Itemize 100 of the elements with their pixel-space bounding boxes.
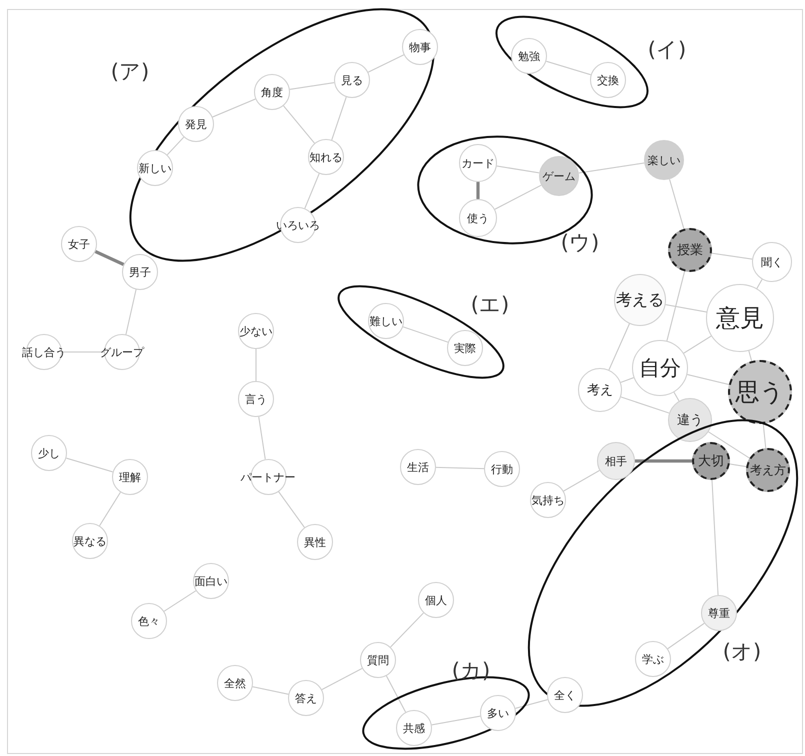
node-label: 自分: [639, 358, 681, 378]
node-label: 大切: [698, 454, 724, 468]
node-label: 全然: [224, 678, 246, 688]
node-label: 使う: [467, 212, 489, 224]
node-label: 少ない: [240, 326, 272, 336]
node-label: 個人: [425, 594, 447, 606]
node-label: 質問: [367, 654, 389, 666]
node-label: 少し: [38, 448, 60, 458]
connector-line: [304, 173, 320, 209]
connector-line: [665, 304, 708, 312]
node-label: 発見: [185, 118, 207, 130]
connector-line: [212, 98, 256, 118]
connector-line: [546, 60, 592, 76]
node-label: 色々: [138, 616, 160, 626]
node-label: 難しい: [370, 316, 402, 326]
connector-line: [94, 250, 124, 266]
connector-line: [125, 289, 137, 335]
connector-line: [669, 178, 684, 230]
connector-line: [252, 686, 289, 695]
connector-line: [711, 252, 753, 260]
node-label: カード: [462, 158, 494, 168]
connector-line: [674, 392, 680, 402]
connector-line: [563, 470, 600, 492]
node-label: 考え: [587, 384, 613, 396]
node-label: 違う: [677, 414, 703, 426]
connector-line: [620, 396, 670, 414]
connector-line: [514, 699, 548, 709]
node-label: 生活: [407, 462, 429, 472]
connector-line: [368, 54, 404, 73]
node-label: 物事: [409, 42, 431, 52]
connector-line: [164, 590, 196, 612]
node-label: パートナー: [240, 472, 296, 482]
node-label: 交換: [597, 74, 619, 86]
node-label: 言う: [245, 394, 267, 404]
node-label: 全く: [554, 690, 576, 700]
connector-line: [166, 136, 184, 156]
connector-line: [476, 182, 480, 199]
node-label: 考える: [616, 292, 664, 308]
connector-line: [436, 466, 484, 470]
node-label: 楽しい: [648, 154, 680, 166]
node-label: 共感: [403, 722, 425, 734]
node-label: ゲーム: [542, 170, 576, 182]
connector-line: [686, 374, 730, 386]
connector-line: [729, 463, 747, 468]
connector-line: [390, 612, 424, 648]
cluster-label: (イ): [648, 40, 686, 60]
cluster-label: (ウ): [560, 232, 600, 254]
node-label: グループ: [100, 346, 144, 358]
node-label: 知れる: [310, 152, 342, 162]
node-label: 授業: [677, 244, 703, 256]
connector-line: [431, 716, 481, 726]
connector-line: [578, 162, 645, 174]
node-label: 見る: [341, 74, 363, 86]
connector-line: [608, 323, 630, 370]
node-label: 男子: [129, 266, 151, 278]
connector-line: [748, 350, 752, 362]
node-label: 異なる: [74, 536, 106, 546]
connector-line: [708, 431, 750, 459]
node-label: 気持ち: [532, 494, 564, 506]
node-label: 行動: [491, 464, 513, 474]
node-label: 学ぶ: [642, 654, 664, 664]
node-label: 相手: [605, 456, 627, 466]
node-label: 考え方: [750, 464, 786, 476]
node-label: 多い: [487, 708, 509, 718]
cluster-label: (エ): [470, 294, 510, 316]
connector-line: [386, 675, 406, 713]
connector-line: [66, 458, 114, 472]
connector-line: [712, 479, 719, 596]
connector-line: [496, 166, 540, 174]
node-label: 勉強: [518, 50, 540, 62]
node-label: 話し合う: [22, 346, 66, 358]
node-label: 女子: [68, 238, 90, 250]
connector-line: [289, 82, 335, 90]
connector-line: [278, 491, 305, 528]
connector-line: [99, 492, 121, 526]
node-label: 意見: [716, 306, 764, 330]
node-label: 答え: [295, 692, 317, 704]
node-label: 新しい: [138, 162, 172, 174]
node-label: 尊重: [708, 608, 730, 618]
node-label: 角度: [261, 86, 283, 98]
connector-line: [635, 459, 692, 463]
connector-line: [756, 278, 763, 289]
cluster-label: (ア): [110, 62, 150, 82]
node-label: 聞く: [761, 256, 783, 268]
cluster-label: (カ): [452, 660, 490, 682]
connector-line: [666, 270, 686, 342]
cluster-label: (オ): [722, 642, 762, 662]
node-label: 実際: [454, 342, 476, 354]
connector-line: [762, 423, 766, 449]
connector-line: [683, 336, 712, 354]
node-label: 思う: [736, 380, 784, 404]
connector-line: [494, 184, 542, 210]
connector-line: [667, 622, 705, 650]
connector-line: [283, 105, 315, 144]
connector-line: [620, 377, 634, 383]
connector-line: [402, 326, 448, 343]
node-label: いろいろ: [276, 220, 320, 230]
node-label: 異性: [304, 536, 326, 548]
connector-line: [331, 96, 347, 140]
connector-line: [321, 668, 363, 690]
